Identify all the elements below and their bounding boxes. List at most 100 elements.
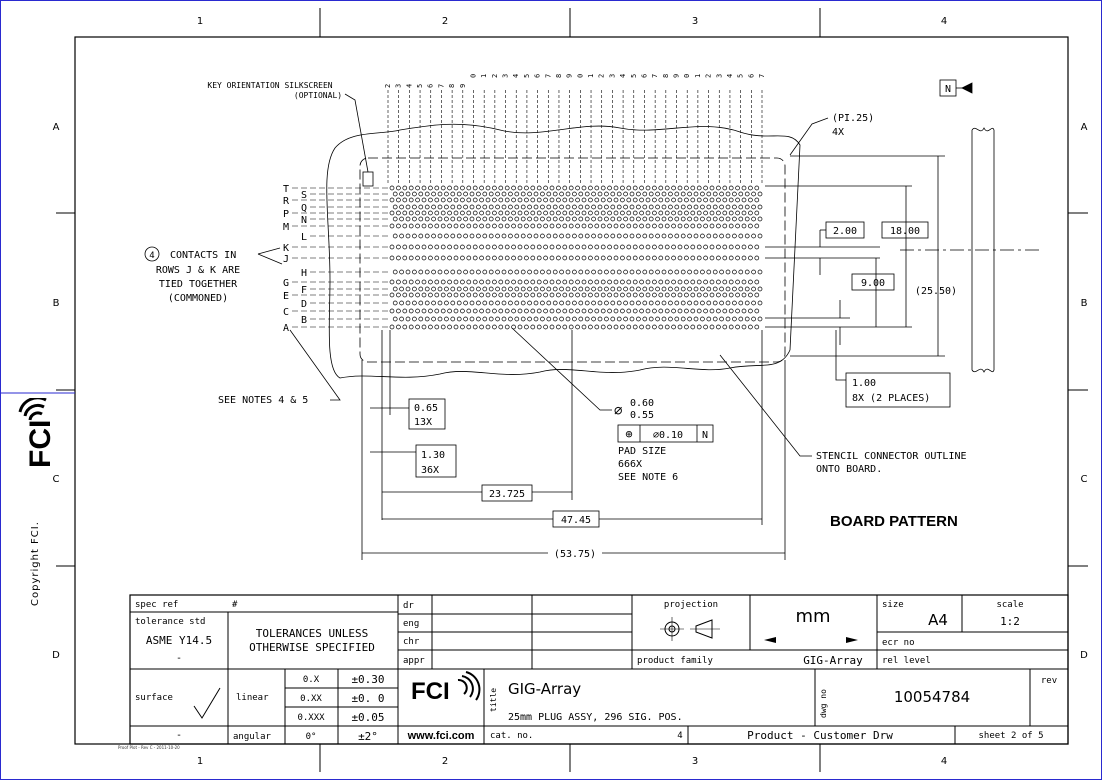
- col-label: 1: [197, 756, 203, 767]
- pad: [527, 269, 532, 275]
- angular-label: angular: [233, 732, 272, 742]
- pad: [626, 279, 632, 285]
- pad: [703, 255, 708, 261]
- pad: [562, 244, 568, 250]
- pad: [738, 300, 744, 306]
- pad: [418, 269, 424, 275]
- pad: [437, 204, 443, 210]
- fci-side-logo: FCI: [18, 398, 57, 468]
- pad: [616, 191, 622, 197]
- column-number: 6: [534, 74, 542, 78]
- pad: [719, 191, 724, 197]
- zone-ticks: [56, 8, 1088, 772]
- pad: [488, 216, 494, 222]
- pad: [607, 197, 612, 203]
- pad: [575, 255, 580, 261]
- pad: [581, 244, 587, 250]
- pad: [463, 269, 468, 275]
- datum-n: N: [945, 84, 951, 95]
- pad: [690, 308, 696, 314]
- pad: [396, 244, 401, 250]
- dwg-no-value: 10054784: [894, 688, 970, 706]
- pad: [460, 279, 465, 285]
- pad: [748, 197, 753, 203]
- pad: [533, 269, 539, 275]
- pad: [629, 286, 635, 292]
- pad: [485, 185, 491, 191]
- pad: [524, 279, 529, 285]
- pad: [645, 292, 651, 298]
- pad: [399, 316, 404, 322]
- pad: [690, 185, 696, 191]
- pad: [655, 216, 660, 222]
- pad: [389, 255, 395, 261]
- pad: [495, 286, 500, 292]
- contacts-leader: [257, 247, 281, 255]
- row-letter: N: [301, 215, 307, 226]
- pad: [511, 185, 516, 191]
- pad: [728, 244, 734, 250]
- pad: [456, 216, 462, 222]
- pad: [664, 197, 670, 203]
- pad: [527, 286, 532, 292]
- pad: [527, 316, 532, 322]
- pad: [703, 223, 708, 229]
- pad: [645, 255, 651, 261]
- pad: [463, 300, 468, 306]
- leader: [835, 330, 846, 381]
- pad: [498, 308, 504, 314]
- pad: [610, 204, 616, 210]
- column-number: 7: [651, 74, 659, 78]
- pad: [568, 308, 574, 314]
- pad: [645, 210, 651, 216]
- pad: [396, 210, 401, 216]
- pad: [511, 210, 516, 216]
- pad: [408, 308, 414, 314]
- pad: [639, 308, 644, 314]
- tolerances-text: TOLERANCES UNLESS: [256, 627, 369, 640]
- pad: [552, 286, 558, 292]
- pad: [415, 223, 420, 229]
- pad: [469, 204, 475, 210]
- pad: [597, 316, 603, 322]
- contacts-note: CONTACTS IN: [170, 250, 236, 261]
- pad: [680, 191, 686, 197]
- pad: [735, 255, 740, 261]
- pad: [706, 316, 712, 322]
- pad: [668, 191, 673, 197]
- pad: [389, 279, 395, 285]
- approval-chr: chr: [403, 637, 420, 647]
- pad: [684, 308, 689, 314]
- pad: [636, 191, 641, 197]
- pad: [472, 324, 478, 330]
- pad: [402, 324, 408, 330]
- pad: [735, 308, 740, 314]
- pad: [738, 216, 744, 222]
- pad: [588, 223, 593, 229]
- pad: [677, 185, 683, 191]
- pad: [540, 204, 545, 210]
- pad: [479, 292, 484, 298]
- stencil-note: ONTO BOARD.: [816, 464, 882, 475]
- pad: [562, 255, 568, 261]
- pad: [594, 324, 600, 330]
- pad: [671, 197, 676, 203]
- break-outline: [326, 123, 801, 379]
- pad: [600, 244, 606, 250]
- pad: [559, 216, 564, 222]
- pad: [664, 255, 670, 261]
- pad: [453, 197, 459, 203]
- pad: [668, 233, 673, 239]
- pad: [392, 269, 398, 275]
- pad: [415, 197, 420, 203]
- pad: [421, 185, 427, 191]
- dim-25-50: (25.50): [915, 286, 957, 297]
- pad: [684, 185, 689, 191]
- pad: [607, 244, 612, 250]
- pad: [492, 210, 497, 216]
- pad: [687, 191, 692, 197]
- pad: [642, 269, 648, 275]
- pad: [732, 286, 737, 292]
- arrow-left-icon: [764, 637, 776, 643]
